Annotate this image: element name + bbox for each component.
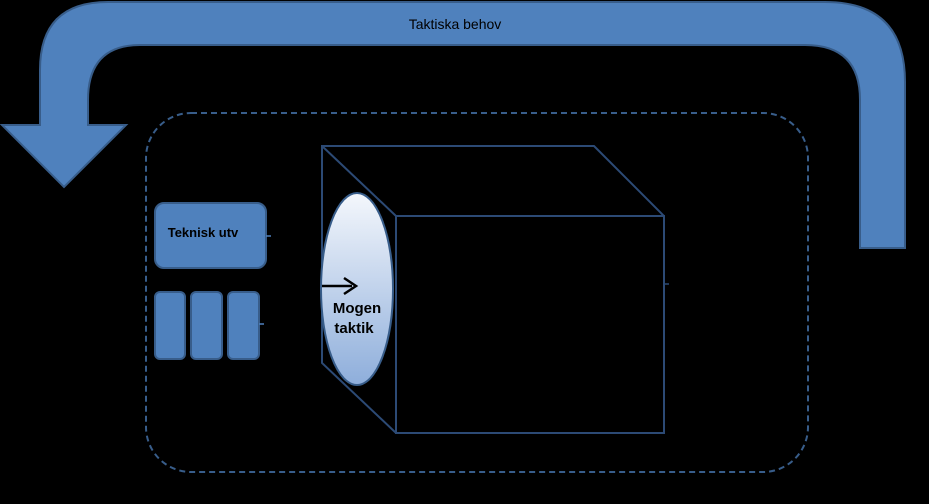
feedback-arrow-label: Taktiska behov <box>409 16 502 32</box>
small-box-2 <box>190 291 223 360</box>
feedback-arrow <box>0 1 906 249</box>
lens-arrow <box>322 276 359 296</box>
mogen-taktik-lens <box>320 192 394 386</box>
lens-label-line2: taktik <box>334 320 374 337</box>
cube-front-face <box>395 215 665 434</box>
small-box-3 <box>227 291 260 360</box>
dashed-container <box>145 112 809 473</box>
teknisk-utv-label: Teknisk utv <box>168 225 239 240</box>
cube-edge-top <box>321 145 397 217</box>
cube <box>321 145 665 434</box>
small-box-1 <box>154 291 186 360</box>
lens-label-line1: Mogen <box>333 300 381 317</box>
